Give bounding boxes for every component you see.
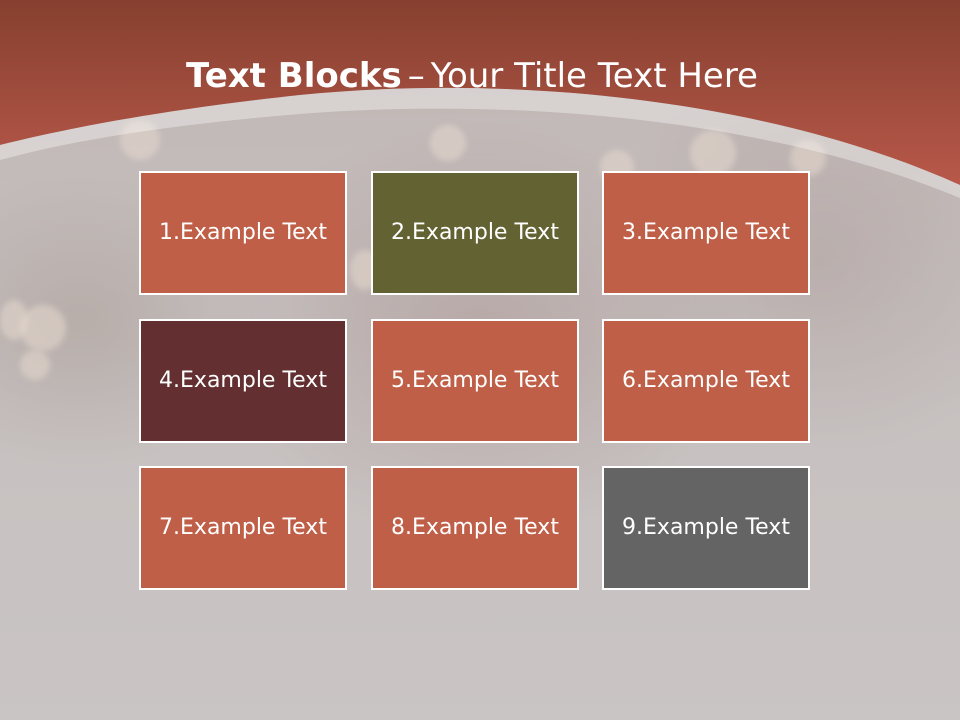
bokeh-light bbox=[20, 350, 50, 380]
header-band bbox=[0, 0, 960, 198]
text-block-1[interactable]: 1.Example Text bbox=[139, 171, 347, 295]
text-block-2[interactable]: 2.Example Text bbox=[371, 171, 579, 295]
bokeh-light bbox=[20, 305, 66, 351]
bokeh-light bbox=[120, 120, 160, 160]
text-block-4[interactable]: 4.Example Text bbox=[139, 319, 347, 443]
title-bold: Text Blocks bbox=[186, 56, 402, 96]
text-block-5[interactable]: 5.Example Text bbox=[371, 319, 579, 443]
bokeh-light bbox=[690, 130, 736, 176]
title-separator: – bbox=[407, 56, 425, 96]
text-block-3[interactable]: 3.Example Text bbox=[602, 171, 810, 295]
bokeh-light bbox=[790, 140, 826, 176]
bokeh-light bbox=[0, 300, 28, 340]
text-block-8[interactable]: 8.Example Text bbox=[371, 466, 579, 590]
text-block-9[interactable]: 9.Example Text bbox=[602, 466, 810, 590]
bokeh-light bbox=[430, 125, 466, 161]
title-rest: Your Title Text Here bbox=[430, 56, 758, 96]
page-title: Text Blocks–Your Title Text Here bbox=[0, 56, 944, 96]
text-block-6[interactable]: 6.Example Text bbox=[602, 319, 810, 443]
text-block-7[interactable]: 7.Example Text bbox=[139, 466, 347, 590]
